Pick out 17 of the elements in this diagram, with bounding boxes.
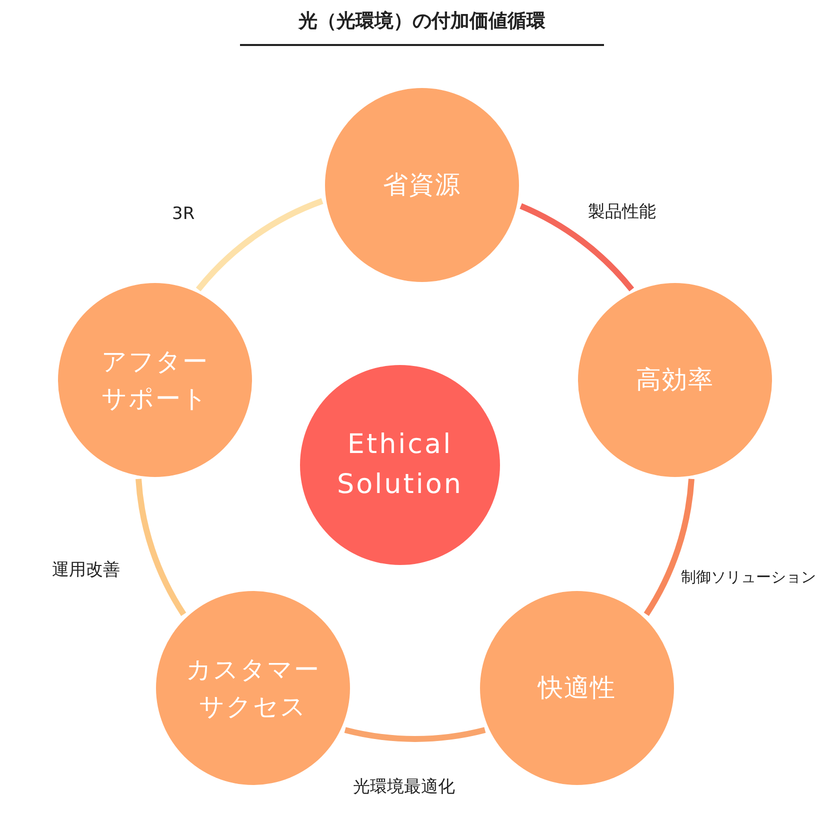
edge-label: 運用改善	[52, 559, 121, 582]
arc-connector	[136, 478, 186, 616]
arc-connector	[344, 727, 486, 742]
arc-connector	[196, 198, 324, 292]
arc-connector	[644, 478, 694, 616]
edge-label: 製品性能	[588, 201, 657, 224]
circle-node: 高効率	[578, 283, 772, 477]
edge-label: 制御ソリューション	[681, 567, 817, 588]
circle-node: アフターサポート	[58, 283, 252, 477]
edge-label: 3R	[172, 203, 196, 226]
arc-connector	[520, 203, 634, 292]
circle-node: 省資源	[325, 88, 519, 282]
edge-label: 光環境最適化	[353, 776, 456, 799]
title: 光（光環境）の付加価値循環	[240, 8, 604, 46]
circle-node: 快適性	[480, 591, 674, 785]
circle-node: カスタマーサクセス	[156, 591, 350, 785]
center-circle: Ethical Solution	[300, 365, 500, 565]
